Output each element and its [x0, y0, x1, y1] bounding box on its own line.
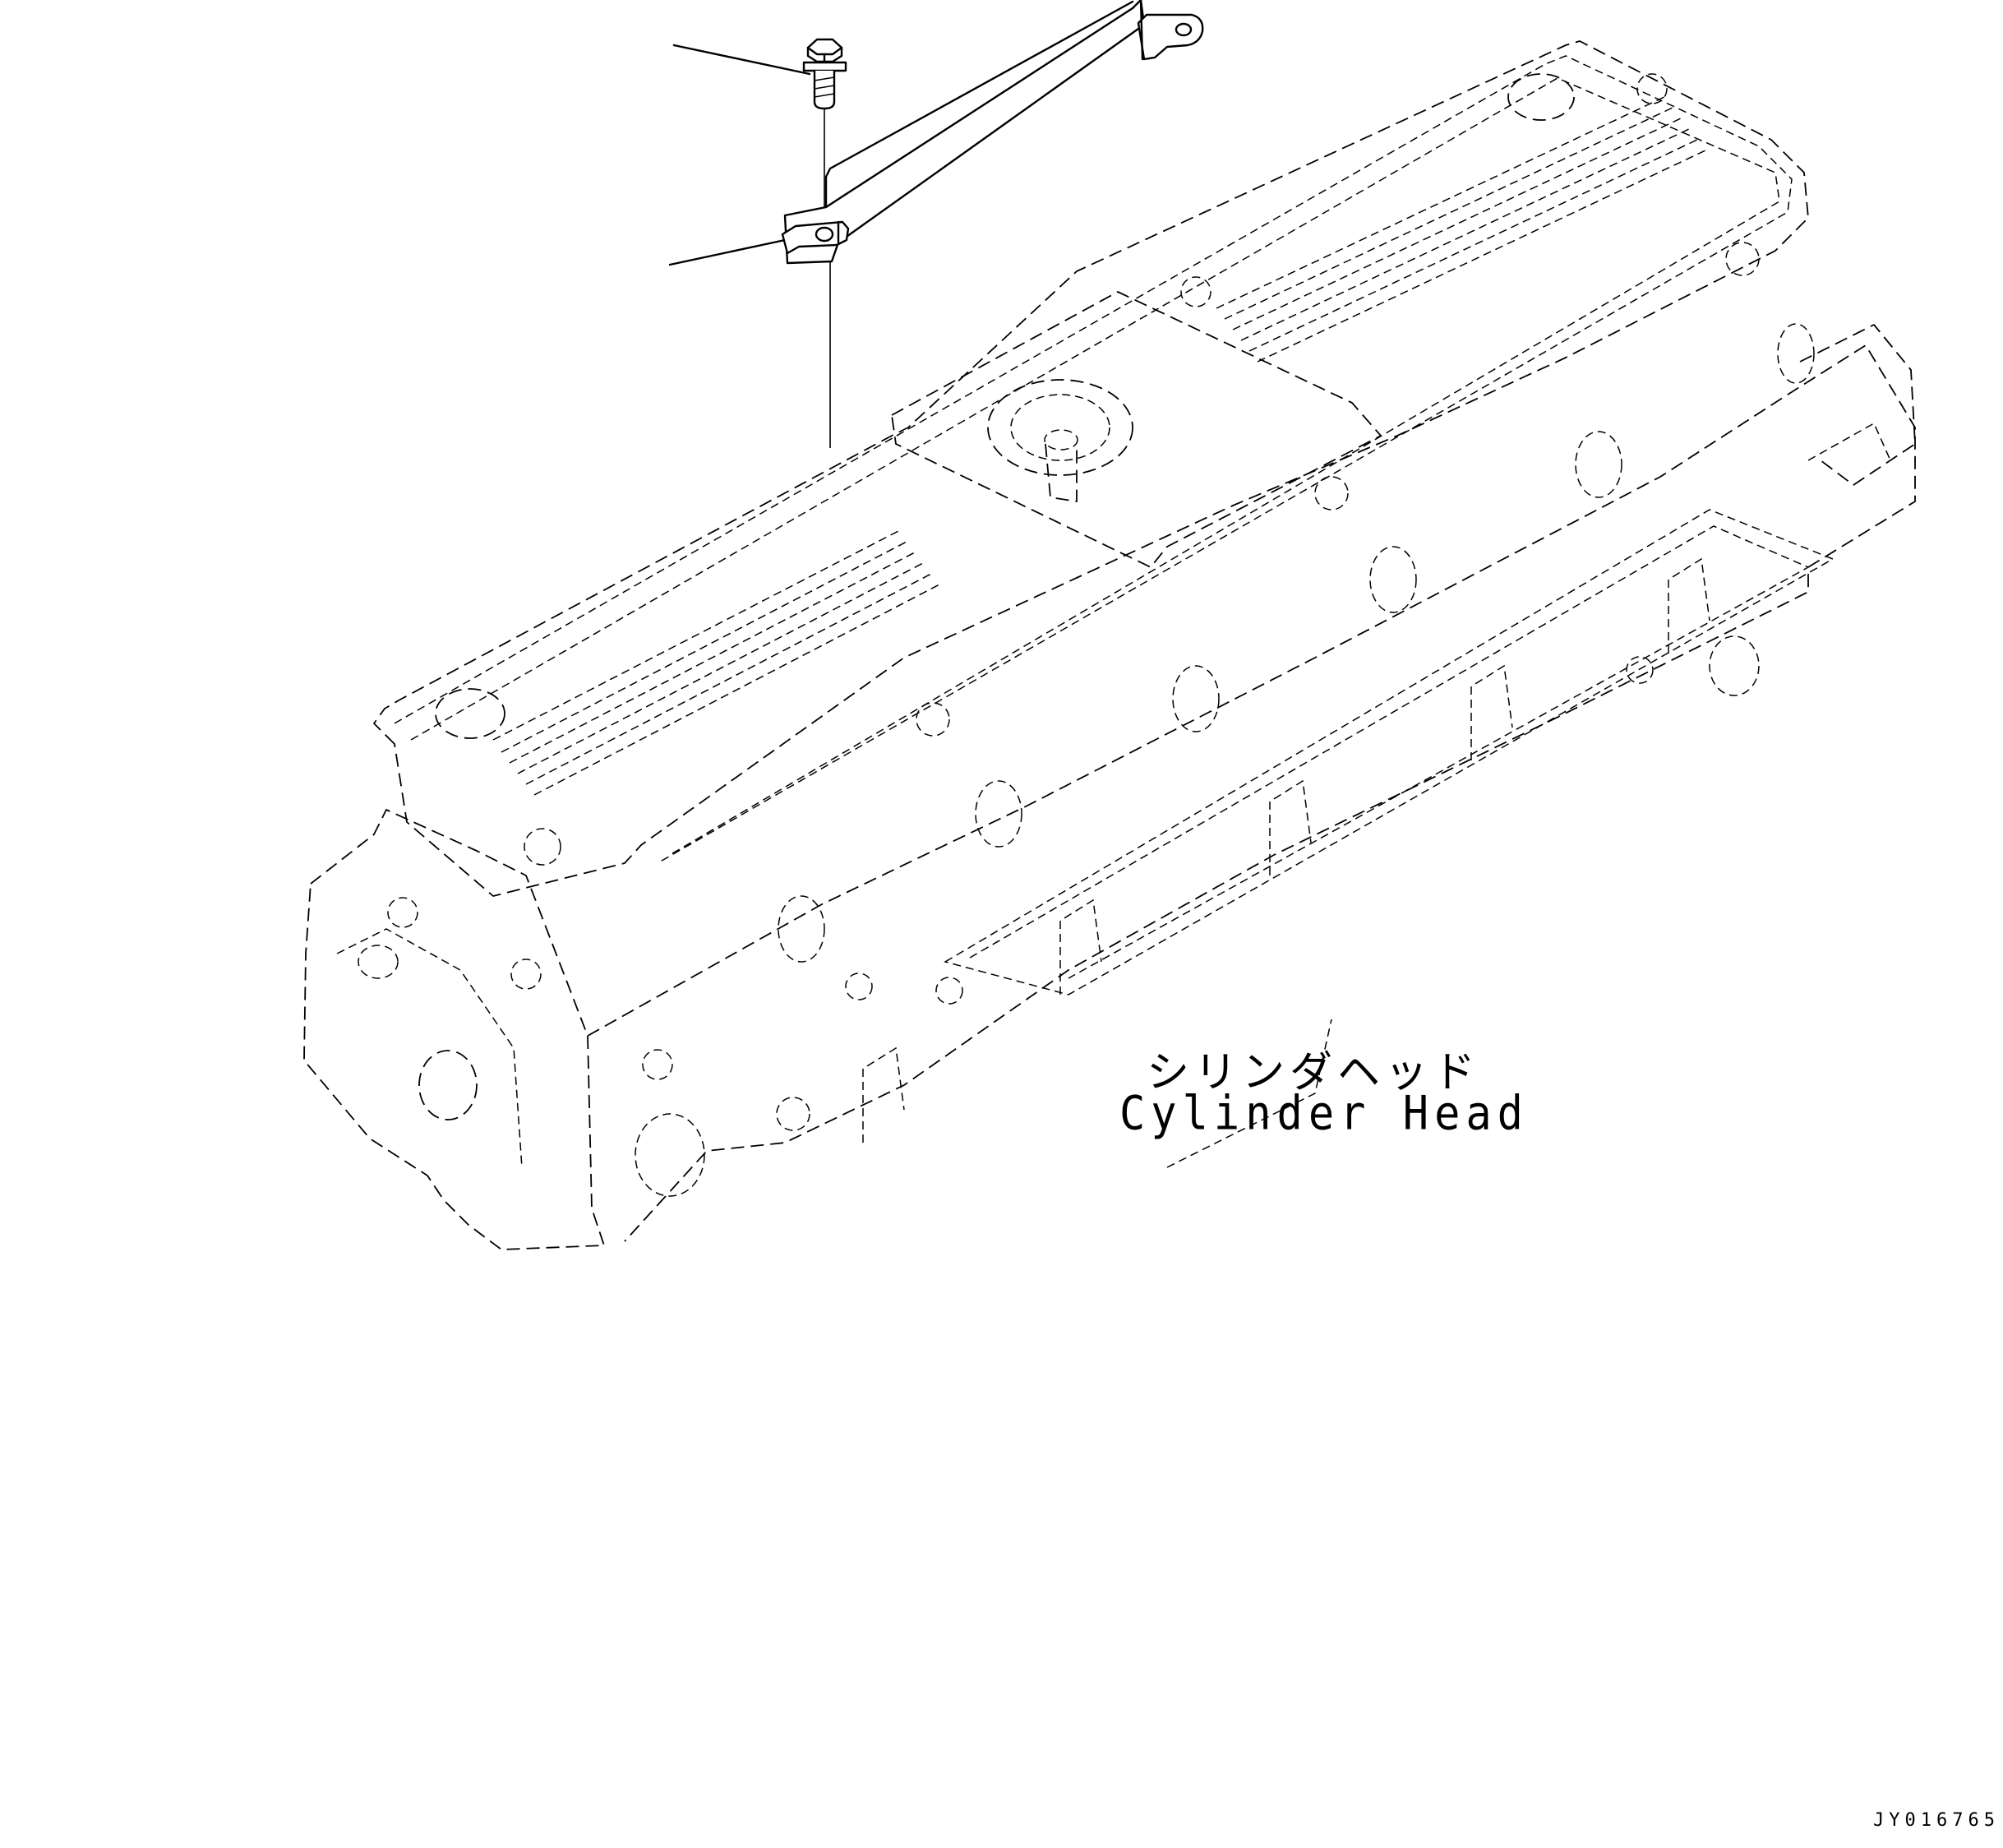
part-label-en: Cylinder Head — [1119, 1087, 1529, 1141]
drawing-code: JY016765 — [1873, 1810, 2000, 1831]
bolt-icon — [802, 38, 847, 226]
cylinder-head-icon — [303, 40, 1916, 1250]
leader-line-bracket — [668, 238, 787, 266]
part-label-jp: シリンダヘッド — [1147, 1048, 1481, 1097]
leader-line-bolt — [672, 44, 811, 76]
bracket-icon — [781, 0, 1204, 448]
